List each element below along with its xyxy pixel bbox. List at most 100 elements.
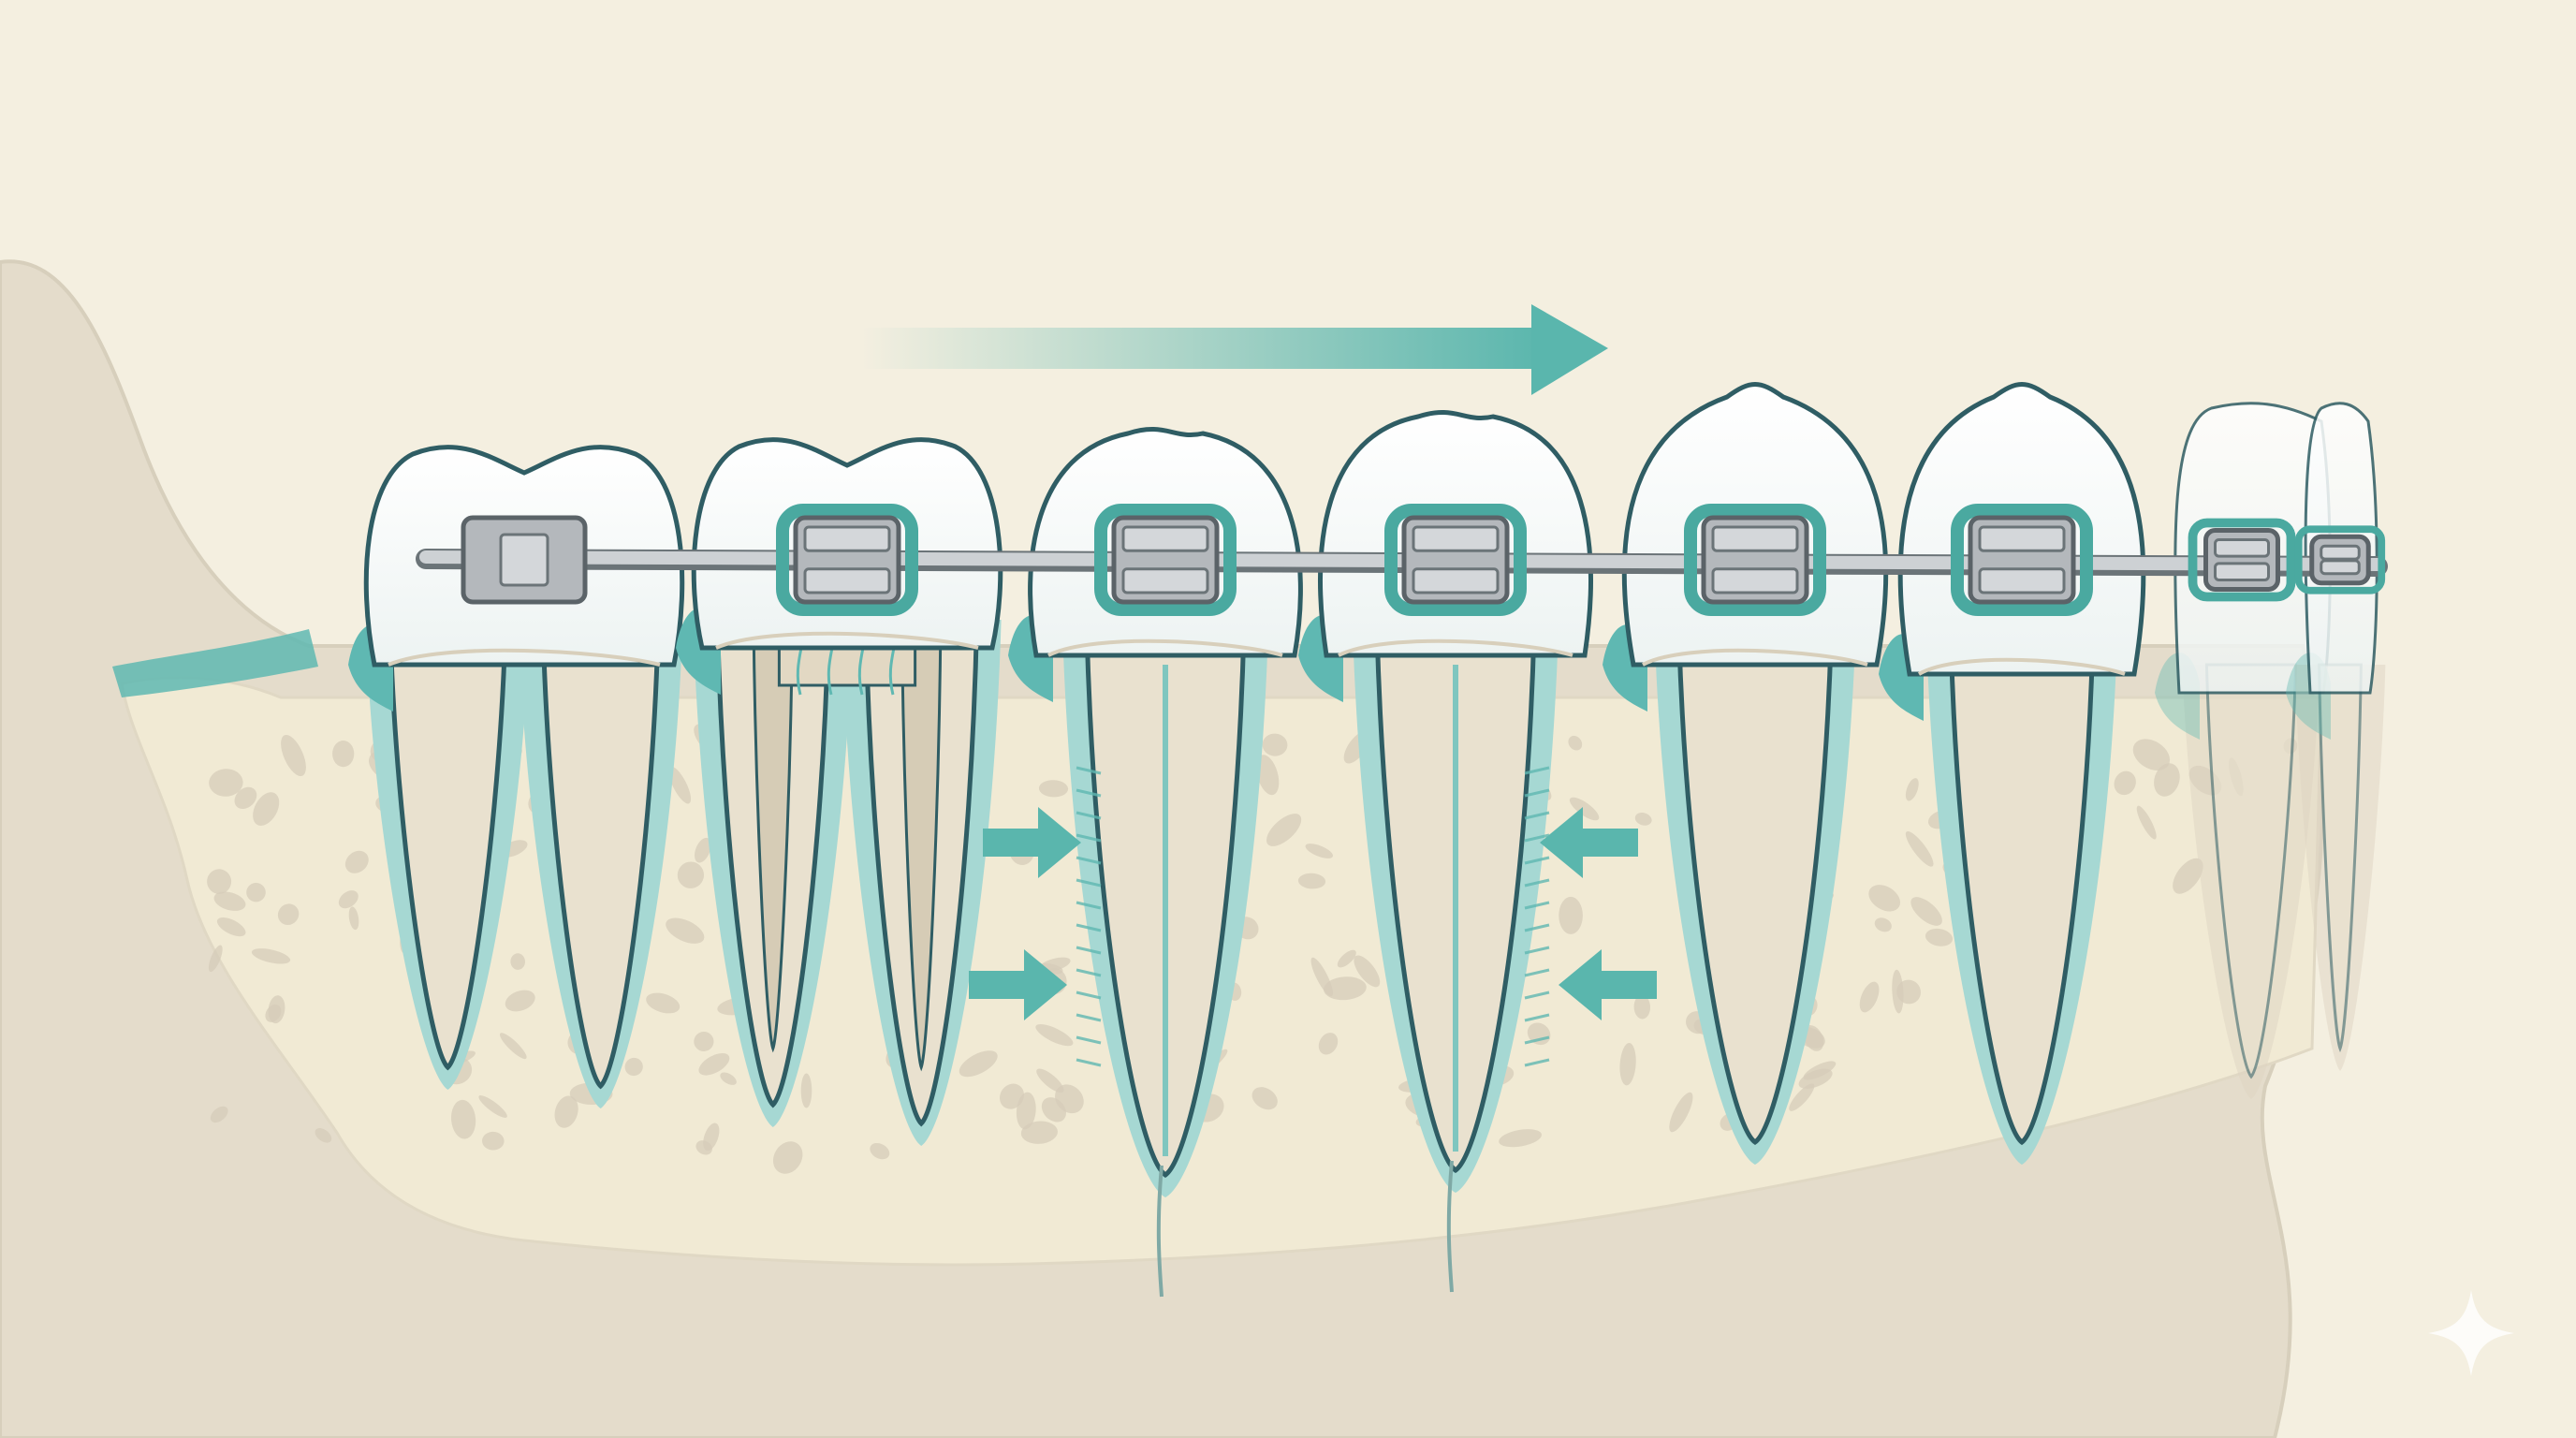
bracket <box>2294 525 2386 594</box>
bone-pore <box>338 890 359 909</box>
compression-hatch <box>1524 1013 1550 1022</box>
bone-pore <box>1619 1043 1636 1086</box>
ligature-tie <box>2188 518 2296 602</box>
bone-pore <box>999 1083 1025 1109</box>
bracket-wing <box>1711 567 1799 594</box>
bone-pore <box>1038 780 1069 798</box>
bone-pore <box>1337 949 1356 968</box>
teeth-row <box>348 382 2386 1298</box>
ligature-tie <box>776 504 918 616</box>
bone-pore <box>2154 763 2180 797</box>
bone-pore <box>208 945 223 973</box>
bone-pore <box>1297 873 1326 889</box>
bone-pore <box>482 1131 505 1151</box>
tooth-root <box>1676 634 1834 1146</box>
compression-hatch <box>1076 968 1102 977</box>
bracket-wing <box>803 567 891 594</box>
compression-hatch <box>1076 878 1102 888</box>
bone-pore <box>1354 955 1381 988</box>
bracket-wing <box>1412 567 1500 594</box>
arrow-right-icon <box>861 304 1608 395</box>
bone-pore <box>1499 1129 1542 1148</box>
bone-pore <box>1634 813 1652 826</box>
arrow-inward-icon <box>1540 807 1638 878</box>
bone-pore <box>277 903 300 925</box>
bracket <box>1684 504 1826 616</box>
compression-hatch <box>1076 1058 1102 1067</box>
bone-pore <box>1925 928 1954 946</box>
bone-pore <box>1318 1033 1339 1055</box>
bone-pore <box>1559 896 1583 934</box>
bone-pore <box>1256 755 1280 796</box>
compression-hatch <box>1076 923 1102 932</box>
pulp-canal <box>752 618 795 1053</box>
bone-pore <box>505 990 535 1012</box>
bone-pore <box>1798 1068 1833 1089</box>
force-arrows <box>969 766 1657 1067</box>
bone-pore <box>800 1073 812 1108</box>
bone-pore <box>348 906 359 931</box>
bone-pore <box>246 882 266 902</box>
compression-hatch <box>1524 1035 1550 1045</box>
cemento-enamel-junction <box>1047 638 1283 657</box>
bone-pore <box>1305 844 1334 858</box>
nerve-strand <box>1156 1165 1164 1298</box>
bone-pore <box>1266 814 1302 846</box>
bone-pore <box>510 953 526 970</box>
bone-pore <box>1868 885 1901 912</box>
bone-pore <box>695 1140 712 1155</box>
bracket-wing <box>1121 567 1209 594</box>
tooth-6 <box>1879 382 2146 1165</box>
bone-pore <box>554 1095 578 1128</box>
bone-pore <box>720 1072 737 1085</box>
bone-pore <box>694 1031 714 1052</box>
bone-pore <box>624 1057 643 1077</box>
bone-pore <box>668 766 692 804</box>
bone-pore <box>344 850 369 873</box>
bracket-wing <box>1978 567 2066 594</box>
bone-pore <box>213 891 246 911</box>
tooth-1 <box>348 445 685 1108</box>
bracket-wing <box>1978 525 2066 552</box>
bone-pore <box>1055 1084 1084 1114</box>
compression-hatch <box>1524 923 1550 932</box>
compression-hatch <box>1524 811 1550 820</box>
compression-hatch <box>1076 856 1102 865</box>
bracket <box>776 504 918 616</box>
sparkle-icon <box>2428 1290 2514 1376</box>
bone-pore <box>695 837 711 863</box>
bone-pore <box>2114 770 2136 796</box>
bone-pore <box>1669 1092 1693 1133</box>
tooth-root <box>540 634 661 1090</box>
ligature-tie <box>1384 504 1527 616</box>
compression-hatch <box>1524 833 1550 843</box>
bone-pore <box>1036 1068 1064 1093</box>
bone-pore <box>1803 1025 1824 1051</box>
bracket <box>1951 504 2093 616</box>
bracket-slot <box>499 533 549 587</box>
bone-pore <box>207 869 232 894</box>
bone-pore <box>2173 858 2203 894</box>
bone-pore <box>1035 1023 1074 1047</box>
brackets <box>461 504 2386 616</box>
bone-pore <box>666 917 705 944</box>
bone-pore <box>210 1106 228 1123</box>
bone-pore <box>677 861 705 888</box>
bone-pore <box>1568 735 1583 751</box>
bone-pore <box>1251 1087 1278 1110</box>
arrow-inward-icon <box>1559 949 1657 1020</box>
bone-pore <box>772 1141 803 1174</box>
bracket-wing <box>1121 525 1209 552</box>
ligature-tie <box>1684 504 1826 616</box>
bracket-wing <box>803 525 891 552</box>
compression-hatch <box>1076 1013 1102 1022</box>
bone-pore <box>1905 830 1934 867</box>
compression-hatch <box>1076 946 1102 955</box>
bracket-wing <box>1412 525 1500 552</box>
tooth-root <box>1948 643 2096 1146</box>
bone-pore <box>499 1033 527 1060</box>
tooth-3 <box>1008 427 1303 1298</box>
bone-pore <box>1020 1121 1058 1144</box>
